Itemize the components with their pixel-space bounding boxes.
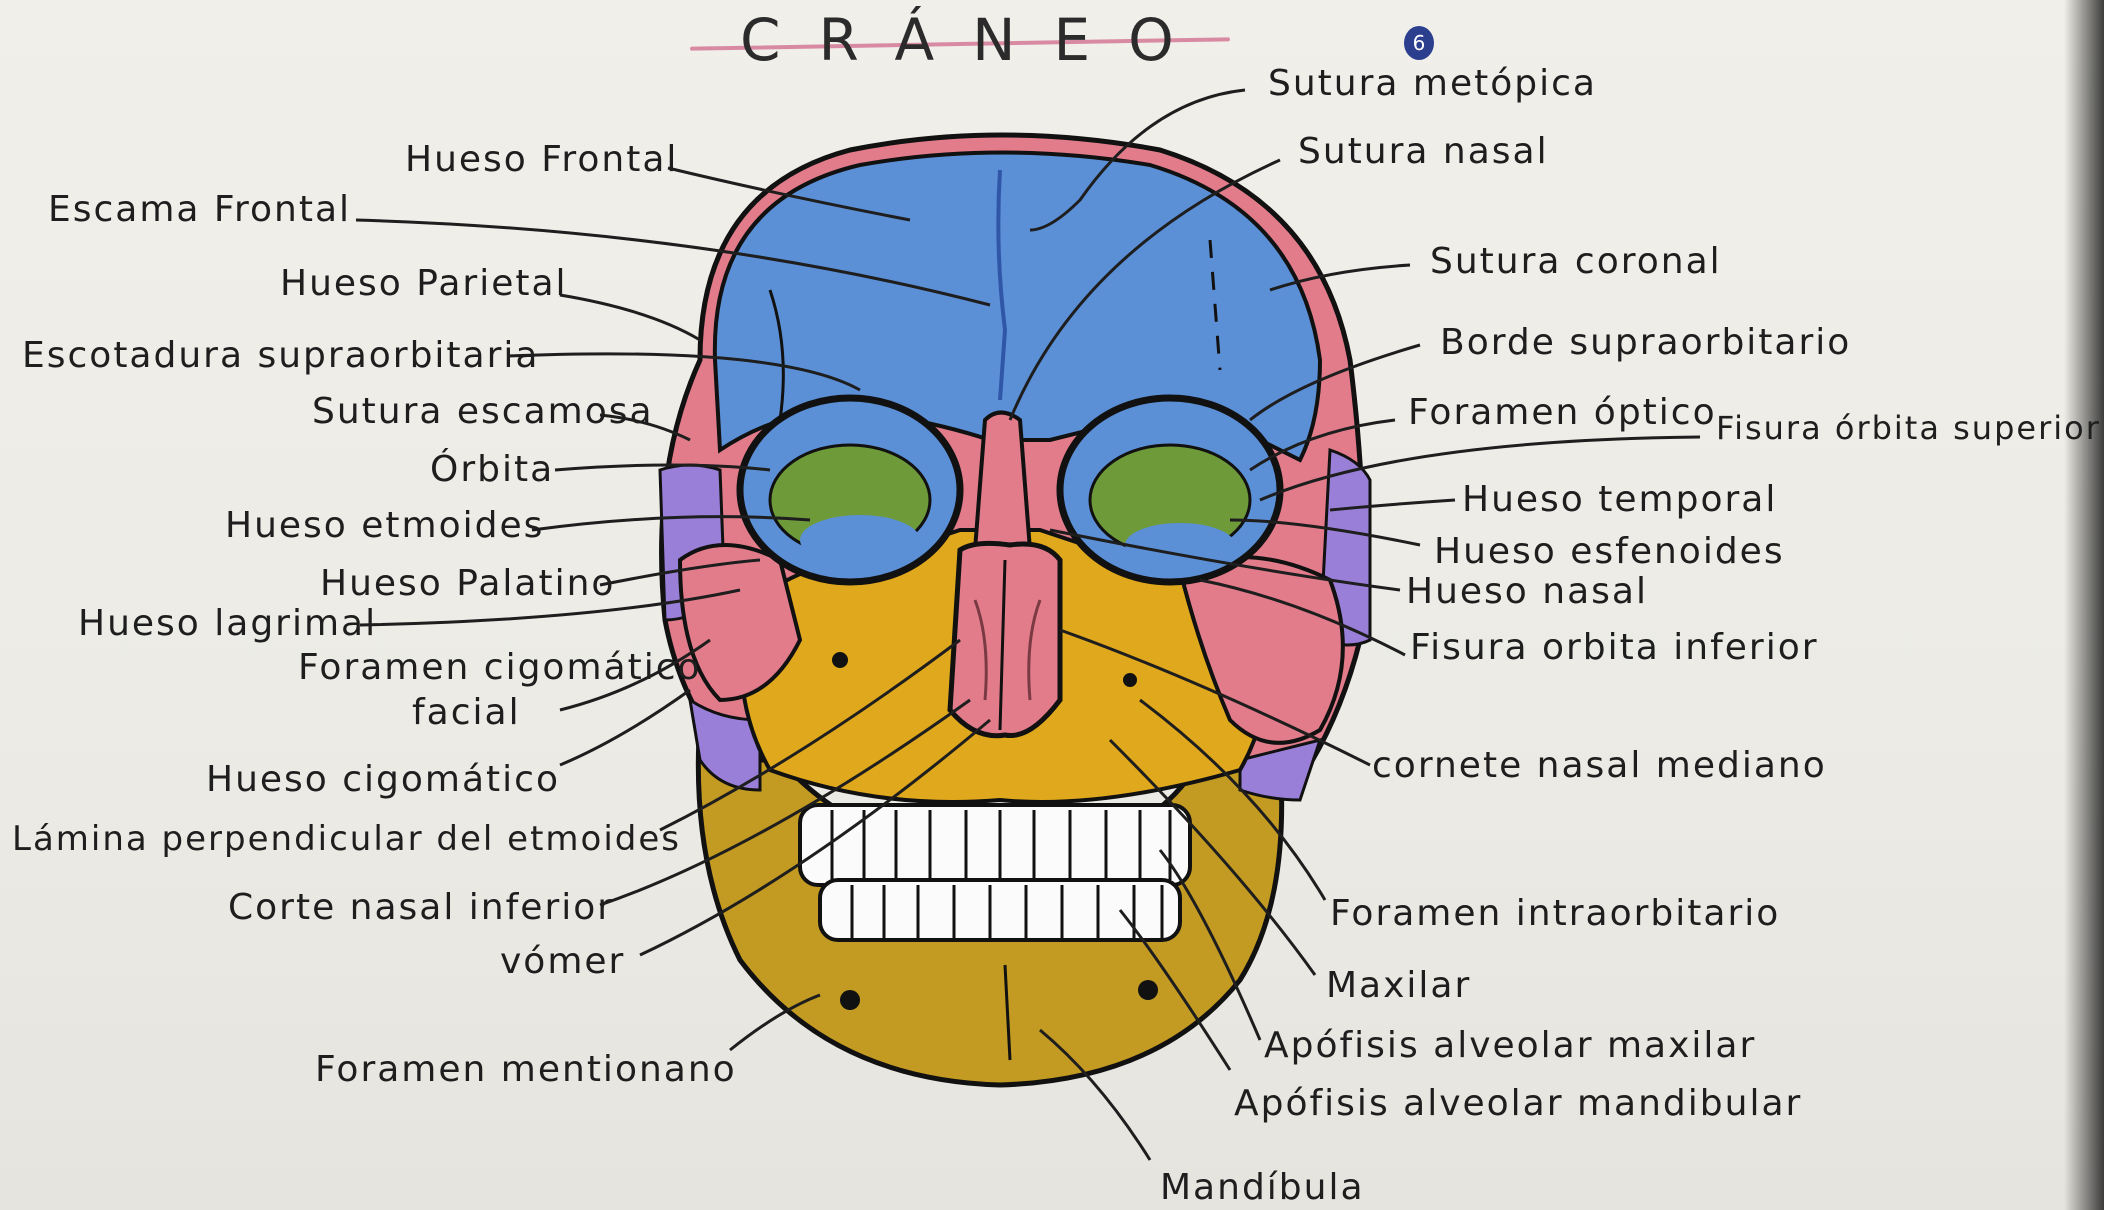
label-fisura-orbita-superior: Fisura órbita superior bbox=[1716, 412, 2101, 444]
infraorbital-foramen-left bbox=[832, 652, 848, 668]
nasal-bone bbox=[975, 413, 1030, 551]
label-mandibula: Mandíbula bbox=[1160, 1170, 1365, 1206]
label-orbita: Órbita bbox=[430, 452, 554, 488]
label-cornete-nasal-mediano: cornete nasal mediano bbox=[1372, 748, 1827, 784]
lower-teeth bbox=[820, 880, 1180, 940]
label-hueso-frontal: Hueso Frontal bbox=[405, 142, 678, 178]
label-facial: facial bbox=[412, 695, 521, 731]
label-borde-supraorbitario: Borde supraorbitario bbox=[1440, 325, 1851, 361]
label-hueso-palatino: Hueso Palatino bbox=[320, 566, 615, 602]
label-foramen-mentionano: Foramen mentionano bbox=[315, 1052, 737, 1088]
label-sutura-escamosa: Sutura escamosa bbox=[312, 394, 654, 430]
label-hueso-etmoides: Hueso etmoides bbox=[225, 508, 544, 544]
infraorbital-foramen-right bbox=[1123, 673, 1137, 687]
label-hueso-temporal: Hueso temporal bbox=[1462, 482, 1777, 518]
label-apofisis-alveolar-mandibular: Apófisis alveolar mandibular bbox=[1234, 1086, 1802, 1122]
label-hueso-lagrimal: Hueso lagrimal bbox=[78, 606, 377, 642]
upper-teeth bbox=[800, 805, 1190, 885]
label-fisura-orbita-inferior: Fisura orbita inferior bbox=[1410, 630, 1819, 666]
label-apofisis-alveolar-maxilar: Apófisis alveolar maxilar bbox=[1264, 1028, 1756, 1064]
label-foramen-intraorbitario: Foramen intraorbitario bbox=[1330, 896, 1780, 932]
page-title: CRÁNEO bbox=[740, 6, 1212, 74]
label-escotadura-supraorbitaria: Escotadura supraorbitaria bbox=[22, 338, 539, 374]
label-sutura-nasal: Sutura nasal bbox=[1298, 134, 1549, 170]
mental-foramen-right bbox=[1138, 980, 1158, 1000]
label-sutura-coronal: Sutura coronal bbox=[1430, 244, 1722, 280]
label-foramen-optico: Foramen óptico bbox=[1408, 395, 1717, 431]
label-vomer: vómer bbox=[500, 944, 625, 980]
page-number-badge: 6 bbox=[1404, 26, 1434, 60]
label-escama-frontal: Escama Frontal bbox=[48, 192, 351, 228]
label-maxilar: Maxilar bbox=[1326, 968, 1471, 1004]
mental-foramen-left bbox=[840, 990, 860, 1010]
label-corte-nasal-inferior: Corte nasal inferior bbox=[228, 890, 614, 926]
label-sutura-metopica: Sutura metópica bbox=[1268, 66, 1597, 102]
label-hueso-parietal: Hueso Parietal bbox=[280, 266, 568, 302]
label-hueso-nasal: Hueso nasal bbox=[1406, 574, 1648, 610]
label-hueso-esfenoides: Hueso esfenoides bbox=[1434, 534, 1785, 570]
label-foramen-cigomatico: Foramen cigomático bbox=[298, 650, 702, 686]
label-hueso-cigomatico: Hueso cigomático bbox=[206, 762, 560, 798]
label-lamina-perpendicular: Lámina perpendicular del etmoides bbox=[12, 822, 681, 856]
